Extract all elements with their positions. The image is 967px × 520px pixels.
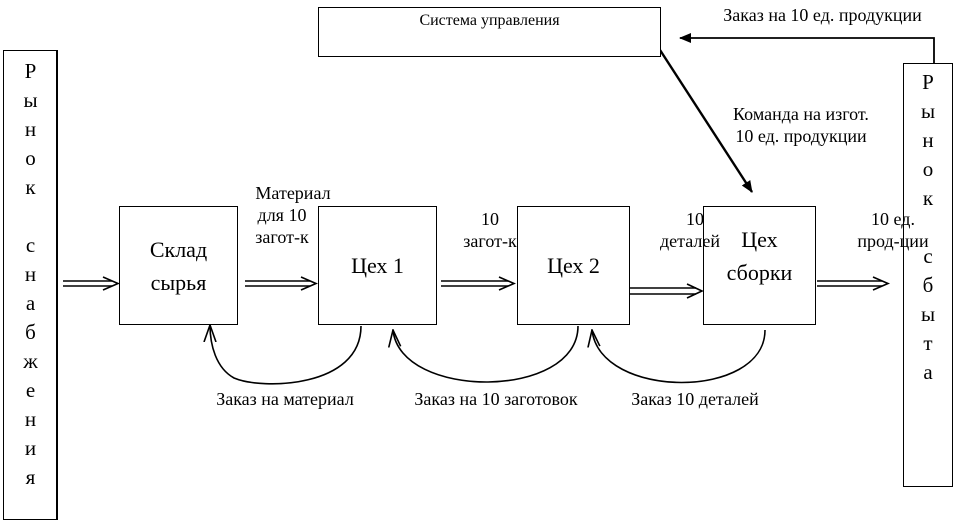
shop1-label: Цех 1: [351, 253, 404, 278]
flow-label-products: 10 ед. прод-ции: [845, 208, 941, 252]
shop1-box: Цех 1: [318, 206, 437, 325]
order-curve-parts: [592, 330, 766, 384]
flow-label-products-line1: 10 ед.: [871, 209, 915, 229]
order-arrow-customer: [679, 33, 935, 65]
flow-label-parts-line1: 10: [686, 209, 704, 229]
market-supply-letter: [28, 202, 33, 231]
market-sales-letter: б: [922, 273, 934, 297]
flow-label-material-line3: загот-к: [255, 227, 309, 247]
market-sales-letter: о: [922, 157, 934, 181]
flow-label-blanks-line1: 10: [481, 209, 499, 229]
market-sales-letter: с: [923, 244, 933, 268]
order-curve-material: [210, 325, 362, 385]
flow-label-material-line2: для 10: [257, 205, 307, 225]
order-label-parts: Заказ 10 деталей: [631, 389, 759, 409]
flow-label-material: Материал для 10 загот-к: [238, 182, 348, 248]
assembly-box: Цех сборки: [703, 206, 816, 325]
market-sales-letter: ы: [920, 99, 936, 123]
market-supply-letter: а: [25, 291, 36, 315]
market-supply-letter: к: [25, 175, 36, 199]
flow-label-blanks: 10 загот-к: [450, 208, 530, 252]
order-curve-blanks: [393, 325, 579, 383]
market-supply-letter: ы: [23, 88, 38, 112]
market-supply-letter: Р: [24, 59, 37, 83]
market-supply-letter: и: [24, 436, 37, 460]
market-supply-letter: с: [25, 233, 36, 257]
control-system-label: Система управления: [419, 12, 560, 29]
order-label-material: Заказ на материал: [200, 388, 370, 410]
market-sales-letter: н: [922, 128, 934, 152]
flow-label-parts: 10 деталей: [650, 208, 730, 252]
market-supply-letter: н: [24, 407, 37, 431]
warehouse-label-line1: Склад: [149, 236, 208, 262]
market-supply-letter: е: [25, 378, 36, 402]
flow-label-blanks-line2: загот-к: [463, 231, 517, 251]
market-sales-letter: а: [923, 360, 933, 384]
control-system-box: Система управления: [318, 7, 661, 57]
assembly-label-line1: Цех: [741, 226, 778, 252]
order-label-customer: Заказ на 10 ед. продукции: [723, 5, 922, 25]
order-label-blanks: Заказ на 10 заготовок: [414, 389, 578, 409]
market-supply-letter: б: [25, 320, 36, 344]
market-sales-letter: к: [922, 186, 934, 210]
command-arrow: [658, 49, 754, 193]
flow-label-parts-line2: деталей: [660, 231, 720, 251]
market-sales-letter: Р: [922, 70, 934, 94]
warehouse-label-line2: сырья: [150, 269, 207, 295]
flow-arrow-warehouse-to-shop1: [245, 276, 319, 291]
market-supply-letter: я: [25, 465, 36, 489]
warehouse-box: Склад сырья: [119, 206, 238, 325]
market-supply-box: [3, 50, 58, 520]
assembly-label-line2: сборки: [726, 259, 793, 285]
market-supply-letter: н: [24, 262, 37, 286]
market-sales-letter: ы: [920, 302, 936, 326]
flow-arrow-shop1-to-shop2: [441, 276, 517, 291]
market-sales-box: [903, 63, 953, 487]
market-supply-letter: ж: [23, 349, 38, 373]
flow-arrow-supply-to-warehouse: [63, 276, 121, 291]
market-sales-letter: т: [923, 331, 933, 355]
shop2-box: Цех 2: [517, 206, 630, 325]
flow-label-material-line1: Материал: [255, 183, 331, 203]
order-label-command-line1: Команда на изгот.: [733, 104, 869, 124]
market-supply-letter: о: [25, 146, 36, 170]
shop2-label: Цех 2: [547, 253, 600, 278]
market-supply-letter: н: [24, 117, 37, 141]
flow-arrow-assembly-to-sales: [817, 276, 891, 291]
flow-arrow-shop2-to-assembly: [629, 283, 704, 299]
flow-label-products-line2: прод-ции: [857, 231, 929, 251]
order-label-command: Команда на изгот. 10 ед. продукции: [706, 103, 896, 147]
order-label-command-line2: 10 ед. продукции: [735, 126, 867, 146]
